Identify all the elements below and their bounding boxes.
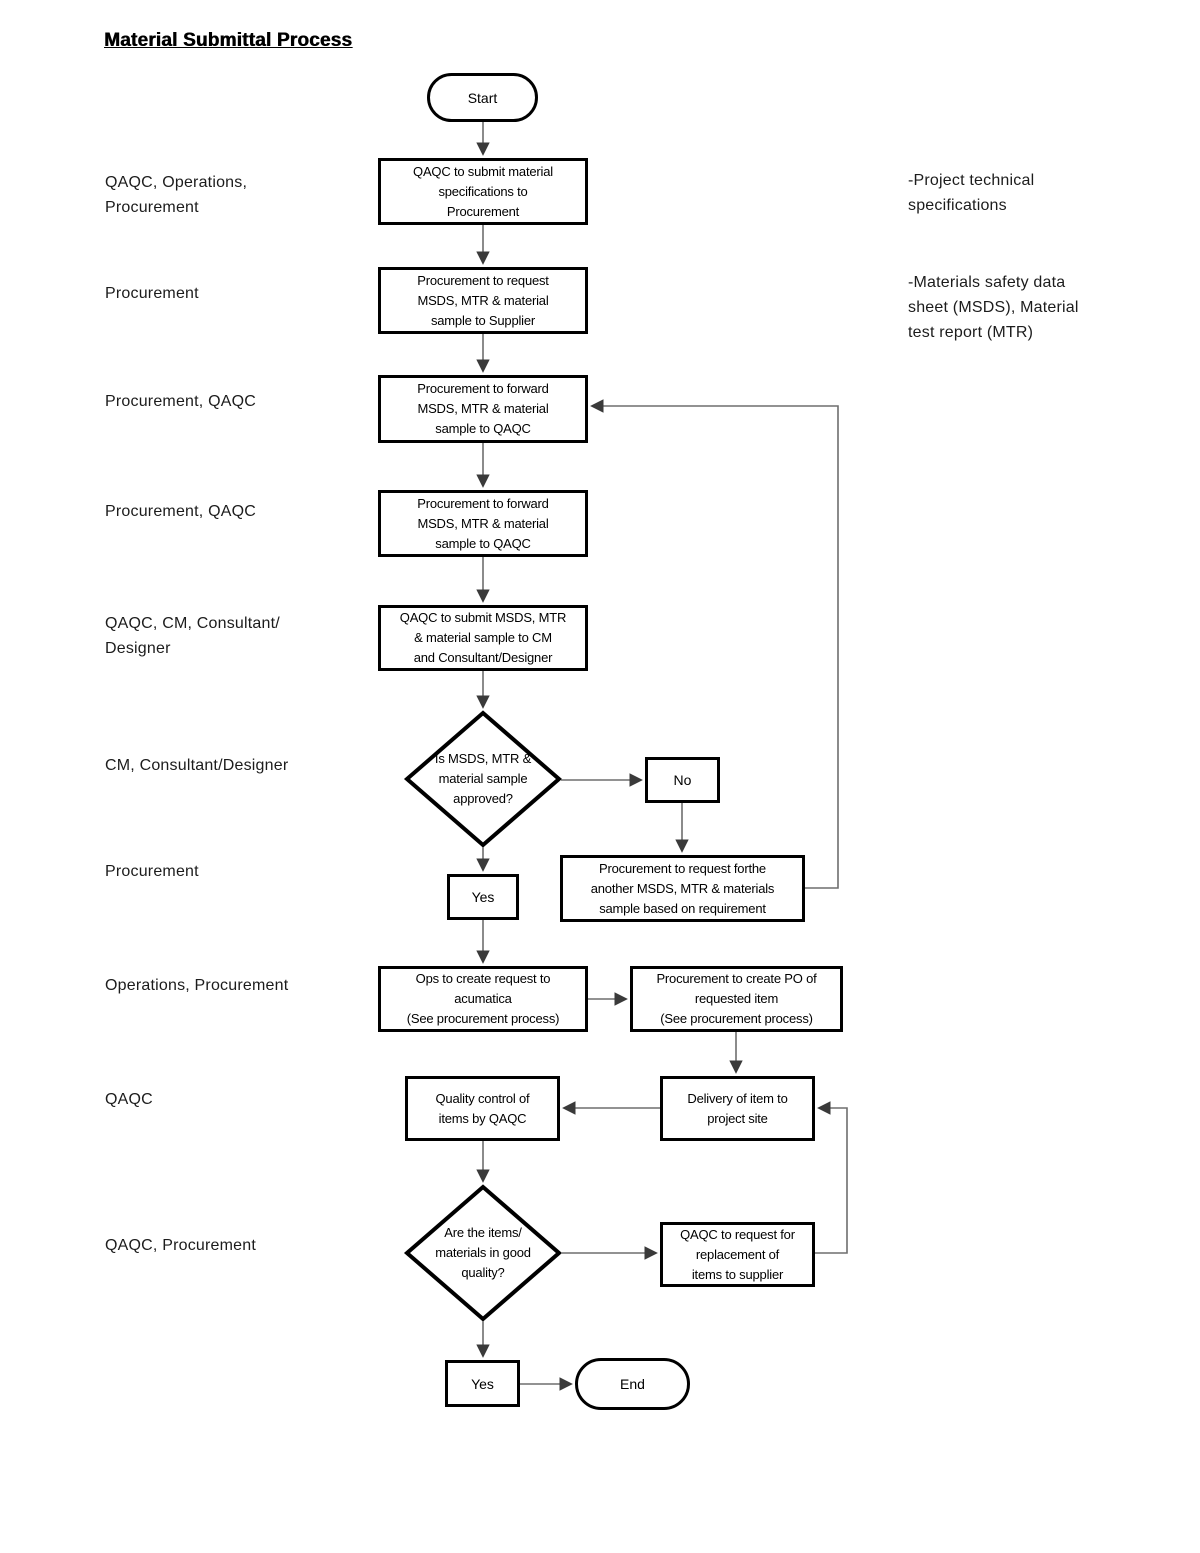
start-terminal: Start — [427, 73, 538, 122]
lane-label-quality-check: QAQC, Procurement — [105, 1237, 257, 1254]
note-project-specs: -Project technical specifications — [908, 172, 1035, 214]
process-quality-control: Quality control of items by QAQC — [405, 1076, 560, 1141]
process-request-replacement: QAQC to request for replacement of items… — [660, 1222, 815, 1287]
yes-branch-label-2: Yes — [445, 1360, 520, 1407]
diamond-shape — [403, 1184, 563, 1322]
process-forward-msds-2: Procurement to forward MSDS, MTR & mater… — [378, 490, 588, 557]
process-submit-to-cm: QAQC to submit MSDS, MTR & material samp… — [378, 605, 588, 671]
no-branch-label: No — [645, 757, 720, 803]
process-delivery: Delivery of item to project site — [660, 1076, 815, 1141]
lane-label-submit-to-cm: QAQC, CM, Consultant/ Designer — [105, 615, 280, 657]
lane-label-quality: QAQC — [105, 1091, 153, 1108]
lane-label-request-another: Procurement — [105, 863, 199, 880]
lane-label-submit-specs: QAQC, Operations, Procurement — [105, 174, 248, 216]
process-submit-specs: QAQC to submit material specifications t… — [378, 158, 588, 225]
lane-label-request-msds: Procurement — [105, 285, 199, 302]
process-ops-create-request: Ops to create request to acumatica (See … — [378, 966, 588, 1032]
lane-label-ops-request: Operations, Procurement — [105, 977, 289, 994]
decision-quality-text: Are the items/ materials in good quality… — [435, 1225, 531, 1280]
process-request-another: Procurement to request forthe another MS… — [560, 855, 805, 922]
decision-quality: Are the items/ materials in good quality… — [403, 1184, 563, 1322]
note-msds-mtr: -Materials safety data sheet (MSDS), Mat… — [908, 274, 1079, 341]
process-request-msds: Procurement to request MSDS, MTR & mater… — [378, 267, 588, 334]
lane-label-approval: CM, Consultant/Designer — [105, 757, 289, 774]
lane-label-forward-2: Procurement, QAQC — [105, 503, 257, 520]
page-title: Material Submittal Process — [104, 30, 353, 51]
yes-branch-label-1: Yes — [447, 874, 519, 920]
lane-label-forward-1: Procurement, QAQC — [105, 393, 257, 410]
process-create-po: Procurement to create PO of requested it… — [630, 966, 843, 1032]
end-terminal: End — [575, 1358, 690, 1410]
decision-approval: Is MSDS, MTR & material sample approved? — [403, 710, 563, 848]
diamond-shape — [403, 710, 563, 848]
process-forward-msds-1: Procurement to forward MSDS, MTR & mater… — [378, 375, 588, 443]
decision-approval-text: Is MSDS, MTR & material sample approved? — [434, 751, 532, 806]
